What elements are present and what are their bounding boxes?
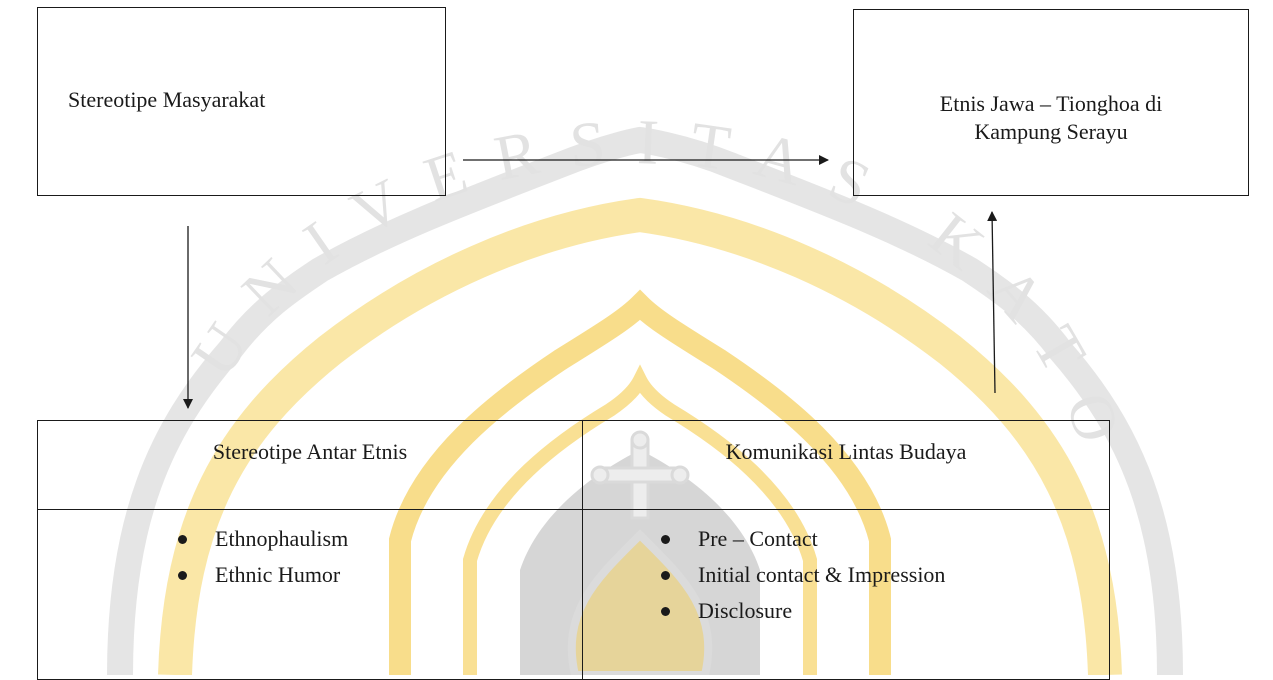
list-item: Initial contact & Impression — [661, 561, 945, 597]
stereotype-masyarakat-label: Stereotipe Masyarakat — [68, 87, 266, 112]
emblem-cross — [590, 430, 690, 520]
stereotype-masyarakat-box: Stereotipe Masyarakat — [37, 7, 446, 196]
list-item: Ethnic Humor — [178, 561, 348, 597]
list-item-label: Ethnophaulism — [215, 526, 349, 551]
concept-table: Stereotipe Antar Etnis Ethnophaulism Eth… — [37, 420, 1110, 680]
bullet-icon — [661, 571, 670, 580]
communication-column-header: Komunikasi Lintas Budaya — [583, 421, 1109, 510]
list-item: Disclosure — [661, 597, 945, 633]
emblem-gold-band — [158, 197, 1122, 675]
bullet-icon — [661, 607, 670, 616]
emblem-inner-arch — [389, 289, 891, 675]
communication-column: Komunikasi Lintas Budaya Pre – Contact I… — [583, 421, 1109, 679]
communication-items-list: Pre – Contact Initial contact & Impressi… — [661, 525, 945, 633]
list-item-label: Ethnic Humor — [215, 562, 341, 587]
ethnic-group-label-line1: Etnis Jawa – Tionghoa di — [939, 91, 1163, 116]
list-item-label: Pre – Contact — [698, 526, 818, 551]
bullet-icon — [661, 535, 670, 544]
arrow-table-to-ethnic-group — [987, 211, 998, 394]
stereotype-items-list: Ethnophaulism Ethnic Humor — [178, 525, 348, 597]
ethnic-group-label-line2: Kampung Serayu — [974, 119, 1128, 144]
stereotype-column: Stereotipe Antar Etnis Ethnophaulism Eth… — [38, 421, 583, 679]
list-item-label: Disclosure — [698, 598, 793, 623]
bullet-icon — [178, 571, 187, 580]
stereotype-column-header: Stereotipe Antar Etnis — [38, 421, 582, 510]
bullet-icon — [178, 535, 187, 544]
list-item: Pre – Contact — [661, 525, 945, 561]
emblem-inner-arch-2 — [463, 364, 817, 675]
emblem-outer-ring — [107, 126, 1183, 675]
list-item: Ethnophaulism — [178, 525, 348, 561]
ethnic-group-box: Etnis Jawa – Tionghoa di Kampung Serayu — [853, 9, 1249, 196]
list-item-label: Initial contact & Impression — [698, 562, 946, 587]
emblem-flame — [567, 529, 713, 675]
